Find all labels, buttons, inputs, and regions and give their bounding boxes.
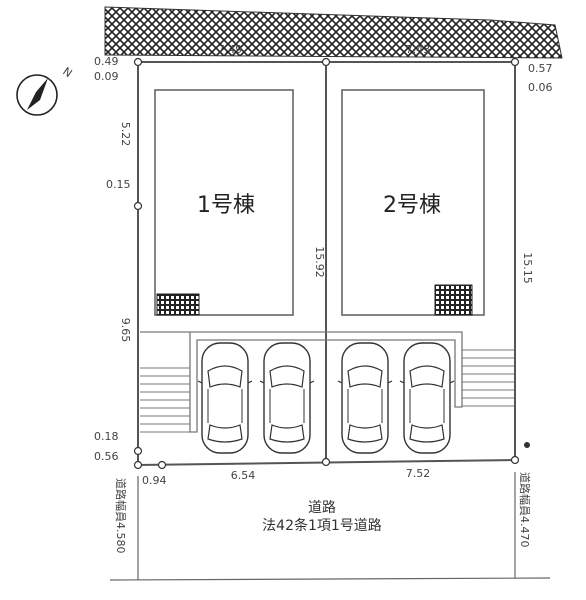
road-area: 道路 法42条1項1号道路 道路幅員4.580 道路幅員4.470 (109, 472, 551, 581)
dim-right: 15.15 (521, 252, 534, 284)
offset-bl-c: 0.94 (142, 474, 167, 487)
offset-tr-a: 0.57 (528, 62, 553, 75)
parked-cars (197, 342, 455, 454)
offset-left-mid: 0.15 (106, 178, 131, 191)
adjacent-land-hatch (104, 6, 563, 59)
dim-left-upper: 5.22 (119, 122, 132, 147)
offset-bl-a: 0.18 (94, 430, 119, 443)
north-label: N (60, 65, 74, 80)
car-icon (197, 342, 253, 454)
road-law: 法42条1項1号道路 (262, 517, 382, 534)
offset-tl-a: 0.49 (94, 55, 119, 68)
steps-right (462, 349, 514, 407)
offset-bl-b: 0.56 (94, 450, 119, 463)
north-arrow-icon (27, 78, 48, 110)
building-2-label: 2号棟 (383, 193, 441, 218)
survey-mark-icon (524, 442, 530, 448)
dim-top-left: 7.49 (218, 43, 243, 56)
offset-tl-b: 0.09 (94, 70, 119, 83)
building-1-label: 1号棟 (197, 193, 255, 218)
dim-left-lower: 9.65 (119, 318, 132, 343)
building-1-grid-mark (156, 293, 200, 316)
dim-middle: 15.92 (313, 246, 326, 278)
dim-bottom-left: 6.54 (231, 469, 256, 482)
north-compass: N (16, 65, 74, 116)
building-2-footprint (341, 89, 485, 316)
car-icon (337, 342, 393, 454)
road-width-left: 道路幅員4.580 (114, 478, 128, 554)
boundary-markers (133, 57, 520, 470)
road-title: 道路 (308, 500, 336, 516)
dim-top-right: 7.43 (406, 43, 431, 56)
lot-outline (137, 61, 516, 466)
car-icon (399, 342, 455, 454)
dim-bottom-right: 7.52 (406, 467, 431, 480)
parking-pad (140, 331, 463, 433)
steps-left (140, 367, 190, 433)
car-icon (259, 342, 315, 454)
building-2-grid-mark (434, 284, 473, 316)
road-width-right: 道路幅員4.470 (518, 472, 532, 548)
offset-tr-b: 0.06 (528, 81, 553, 94)
building-1-footprint (154, 89, 294, 316)
dimension-labels: 7.49 7.43 6.54 7.52 0.49 0.09 0.57 0.06 … (94, 43, 553, 487)
